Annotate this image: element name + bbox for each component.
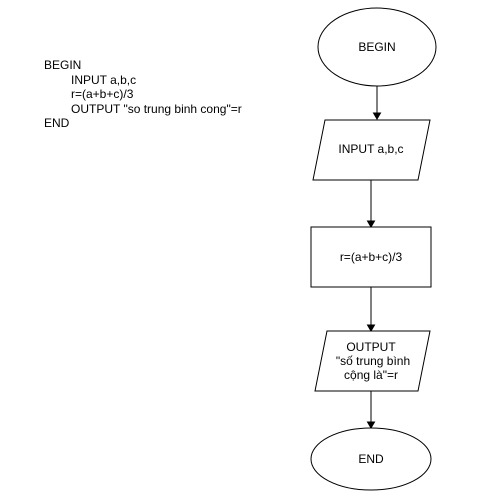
pseudocode-output: OUTPUT "so trung binh cong"=r <box>71 101 242 116</box>
pseudocode-process: r=(a+b+c)/3 <box>71 87 134 101</box>
output-node[interactable]: OUTPUT "số trung bình cộng là"=r <box>314 330 431 392</box>
process-node[interactable]: r=(a+b+c)/3 <box>310 226 432 288</box>
input-label: INPUT a,b,c <box>338 142 403 156</box>
process-rectangle <box>310 226 432 288</box>
end-ellipse <box>310 427 432 491</box>
pseudocode-begin: BEGIN <box>44 58 82 72</box>
begin-node[interactable]: BEGIN <box>317 7 437 87</box>
output-label-line1: OUTPUT <box>346 340 396 354</box>
connector-output-end <box>366 391 376 429</box>
connector-input-process <box>366 180 376 228</box>
output-label-line2: "số trung bình <box>336 354 410 368</box>
pseudocode-end: END <box>44 116 70 130</box>
end-node[interactable]: END <box>310 427 432 491</box>
process-label: r=(a+b+c)/3 <box>340 250 403 264</box>
pseudocode-block: BEGIN INPUT a,b,c r=(a+b+c)/3 OUTPUT "so… <box>44 58 242 131</box>
begin-label: BEGIN <box>358 40 395 54</box>
output-parallelogram <box>314 330 431 392</box>
end-label: END <box>358 452 384 466</box>
connector-process-output <box>366 287 376 332</box>
input-parallelogram <box>312 119 431 181</box>
output-label-line3: cộng là"=r <box>344 368 398 382</box>
pseudocode-input: INPUT a,b,c <box>71 72 137 87</box>
input-node[interactable]: INPUT a,b,c <box>312 119 431 181</box>
connector-begin-input <box>372 86 382 120</box>
